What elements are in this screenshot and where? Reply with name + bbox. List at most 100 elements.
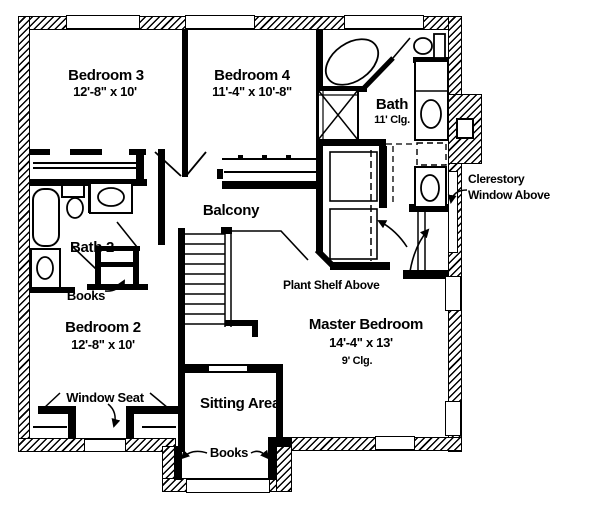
wall-mcloset-south	[403, 270, 448, 279]
window	[185, 15, 255, 29]
closet3-door-opening	[102, 149, 129, 155]
window-bay	[186, 479, 270, 493]
linen-dashed	[416, 142, 447, 166]
bay-shelf-left	[174, 446, 182, 480]
seat-side-left	[68, 406, 76, 438]
exterior-wall-left	[18, 16, 30, 452]
seat-niche-line	[142, 426, 176, 428]
closet3-shelf-line	[33, 162, 143, 164]
shower	[317, 89, 359, 141]
sink	[420, 99, 442, 129]
chimney-flue	[456, 118, 474, 139]
wall-bath2-stub	[88, 183, 92, 213]
bay-corner-nub	[268, 437, 292, 447]
annotation-window-seat: Window Seat	[66, 390, 144, 405]
bay-wall-right	[276, 446, 292, 492]
room-ceiling-master: 9' Clg.	[341, 355, 373, 367]
room-label-sitting: Sitting Area	[199, 395, 281, 412]
closet3-back-wall	[30, 149, 146, 155]
room-dims-bedroom3: 12'-8" x 10'	[73, 84, 137, 99]
water-closet	[30, 248, 61, 289]
window	[84, 439, 126, 452]
shower-x	[317, 89, 359, 141]
window	[445, 276, 461, 311]
room-dims-bedroom4: 11'-4" x 10'-8"	[212, 84, 292, 99]
window-clerestory	[448, 171, 458, 253]
toilet-tank	[61, 184, 85, 198]
closet4-tick	[262, 155, 267, 159]
window-seat-arrow	[107, 403, 121, 428]
wall-closet-east	[379, 146, 387, 208]
bookshelf-side	[133, 246, 139, 290]
books-arrow	[180, 449, 208, 460]
bay-shelf-right	[268, 446, 276, 480]
shower-x	[317, 89, 359, 141]
room-label-master: Master Bedroom	[308, 316, 424, 333]
plant-shelf-edge	[228, 230, 309, 261]
wall-bath2-east	[158, 149, 165, 245]
exterior-wall-bottom-right	[276, 437, 462, 451]
room-dims-bedroom2: 12'-8" x 10'	[71, 337, 135, 352]
room-label-bedroom3: Bedroom 3	[68, 67, 144, 84]
vanity	[89, 182, 133, 214]
annotation-clerestory-1: Clerestory	[468, 172, 525, 186]
closet4-end-cap	[217, 169, 223, 179]
wall-bath-south	[316, 139, 386, 146]
wall-closet-south	[330, 262, 390, 270]
toilet	[413, 37, 433, 55]
wall-sitting-master	[276, 364, 283, 444]
window	[66, 15, 140, 29]
closet3-door-opening	[50, 149, 70, 155]
books-arrow	[250, 449, 270, 460]
room-label-bath2: Bath 2	[69, 239, 115, 256]
window	[344, 15, 424, 29]
door-swing	[116, 221, 138, 248]
vanity	[414, 166, 447, 208]
stairs	[185, 228, 232, 327]
toilet	[66, 197, 84, 219]
annotation-clerestory-2: Window Above	[468, 188, 550, 202]
closet-shelf	[329, 151, 378, 202]
room-label-bath: Bath	[375, 96, 409, 113]
tub-platform-wall	[320, 86, 367, 92]
bookshelf-side	[95, 246, 101, 290]
door-swing-bedroom4	[185, 151, 207, 177]
toilet	[36, 256, 54, 280]
wall-bedroom3-bedroom4	[182, 30, 188, 177]
annotation-plant-shelf: Plant Shelf Above	[283, 278, 380, 292]
bathtub	[32, 188, 60, 247]
stair-rail-bottom	[225, 320, 258, 326]
stair-rail-cap	[252, 320, 258, 337]
closet4-track-line	[222, 158, 318, 160]
circulation-arrow	[377, 220, 408, 248]
sink	[97, 187, 125, 207]
closet4-shelf-line	[224, 171, 316, 173]
room-label-bedroom4: Bedroom 4	[214, 67, 290, 84]
door-swing	[392, 37, 411, 59]
toilet-tank	[433, 33, 446, 59]
annotation-books-lower: Books	[209, 445, 249, 460]
seat-stub-left	[38, 406, 68, 414]
annotation-books-upper: Books	[66, 288, 106, 303]
closet4-tick	[286, 155, 291, 159]
wall-toilet-south	[413, 57, 448, 63]
garden-tub	[324, 38, 380, 86]
closet3-rod-line	[33, 167, 143, 169]
wall-linen-south	[409, 204, 448, 212]
closet-shelf	[329, 208, 378, 260]
room-label-bedroom2: Bedroom 2	[65, 319, 141, 336]
room-label-balcony: Balcony	[202, 202, 260, 219]
wall-wc-south	[30, 287, 75, 293]
sitting-cased-opening	[208, 365, 248, 372]
seat-side-right	[126, 406, 134, 438]
wall-stair-west	[178, 228, 185, 452]
sink	[420, 174, 440, 202]
closet4-front-wall	[222, 181, 318, 189]
room-ceiling-bath: 11' Clg.	[374, 114, 410, 126]
wall-angled-tub	[361, 56, 395, 91]
vanity	[414, 60, 449, 141]
window	[375, 436, 415, 450]
window	[445, 401, 461, 436]
room-dims-master: 14'-4" x 13'	[329, 335, 393, 350]
